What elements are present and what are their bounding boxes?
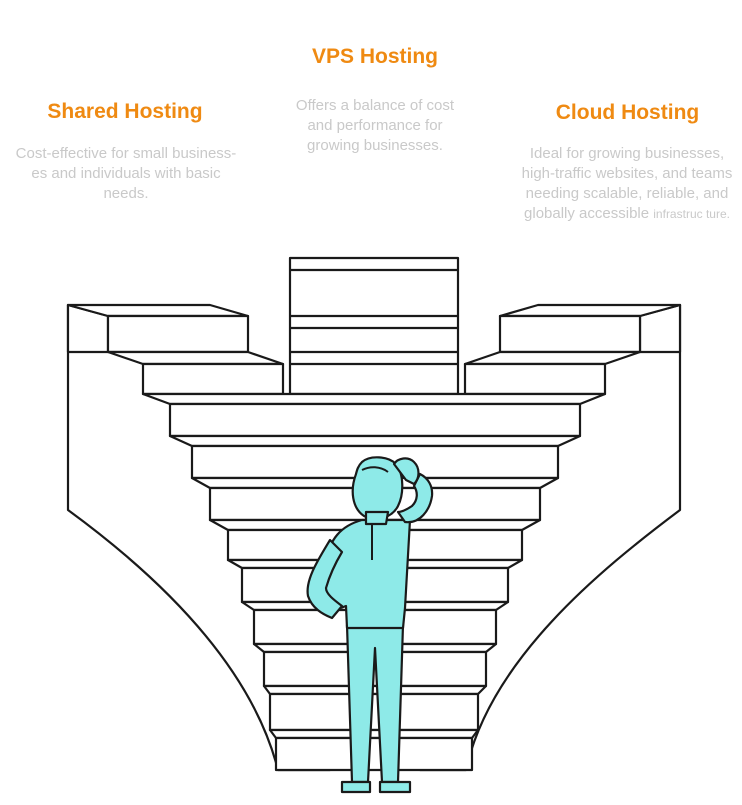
shared-desc-line: Cost-effective for small business- (15, 145, 237, 162)
shared-desc-line: es and individuals with basic (31, 165, 221, 182)
cloud-desc-line: globally accessible infrastruc ture. (498, 204, 742, 224)
shared-desc-line: needs. (103, 185, 149, 202)
center-step-1 (168, 402, 582, 438)
center-step-8 (268, 692, 480, 732)
vps-hosting-description: Offers a balance of cost and performance… (270, 96, 480, 156)
cloud-desc-line: needing scalable, reliable, and (525, 185, 729, 202)
vps-hosting-title: VPS Hosting (311, 45, 438, 68)
left-step-1 (106, 314, 250, 354)
cloud-hosting-description: Ideal for growing businesses, high-traff… (498, 144, 742, 224)
center-step-9 (274, 736, 474, 772)
shared-hosting-title: Shared Hosting (47, 100, 203, 123)
center-tower (288, 256, 460, 396)
vps-desc-line: growing businesses. (307, 137, 443, 154)
cloud-desc-line: high-traffic websites, and teams (521, 165, 733, 182)
left-step-2 (141, 362, 285, 396)
cloud-desc-small-text: infrastruc ture. (653, 207, 730, 221)
cloud-hosting-title: Cloud Hosting (555, 101, 700, 124)
vps-desc-line: Offers a balance of cost (295, 97, 455, 114)
right-step-1 (498, 314, 642, 354)
cloud-desc-text: globally accessible (524, 205, 654, 222)
shared-hosting-description: Cost-effective for small business- es an… (4, 144, 248, 204)
cloud-desc-line: Ideal for growing businesses, (529, 145, 725, 162)
right-step-2 (463, 362, 607, 396)
vps-desc-line: and performance for (307, 117, 443, 134)
person-scratching-head-icon (306, 456, 434, 794)
